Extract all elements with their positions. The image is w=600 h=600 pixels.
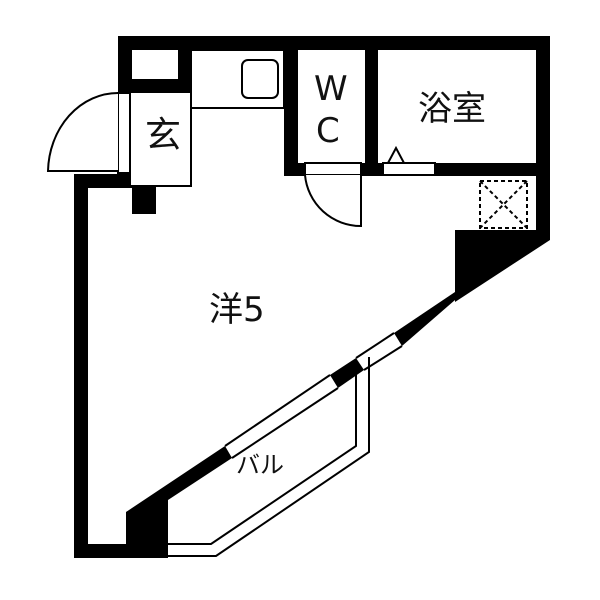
kitchen-counter (190, 49, 285, 109)
entrance-door[interactable] (46, 92, 131, 174)
step-marker-icon (386, 145, 406, 164)
genkan-area (129, 91, 192, 187)
washing-machine-space-icon (479, 180, 528, 229)
sink-icon (241, 59, 279, 99)
windows (224, 332, 403, 459)
room-label-wc-w: W (314, 69, 348, 109)
walls (74, 36, 550, 558)
wc-door[interactable] (304, 162, 362, 228)
room-label-balcony: バル (236, 451, 284, 479)
bath-door[interactable] (382, 145, 436, 176)
balcony-railing (168, 357, 370, 557)
room-label-genkan: 玄 (145, 115, 182, 156)
room-label-wc-c: C (316, 111, 340, 151)
room-label-bath: 浴室 (418, 89, 486, 129)
room-label-western: 洋5 (209, 290, 265, 330)
